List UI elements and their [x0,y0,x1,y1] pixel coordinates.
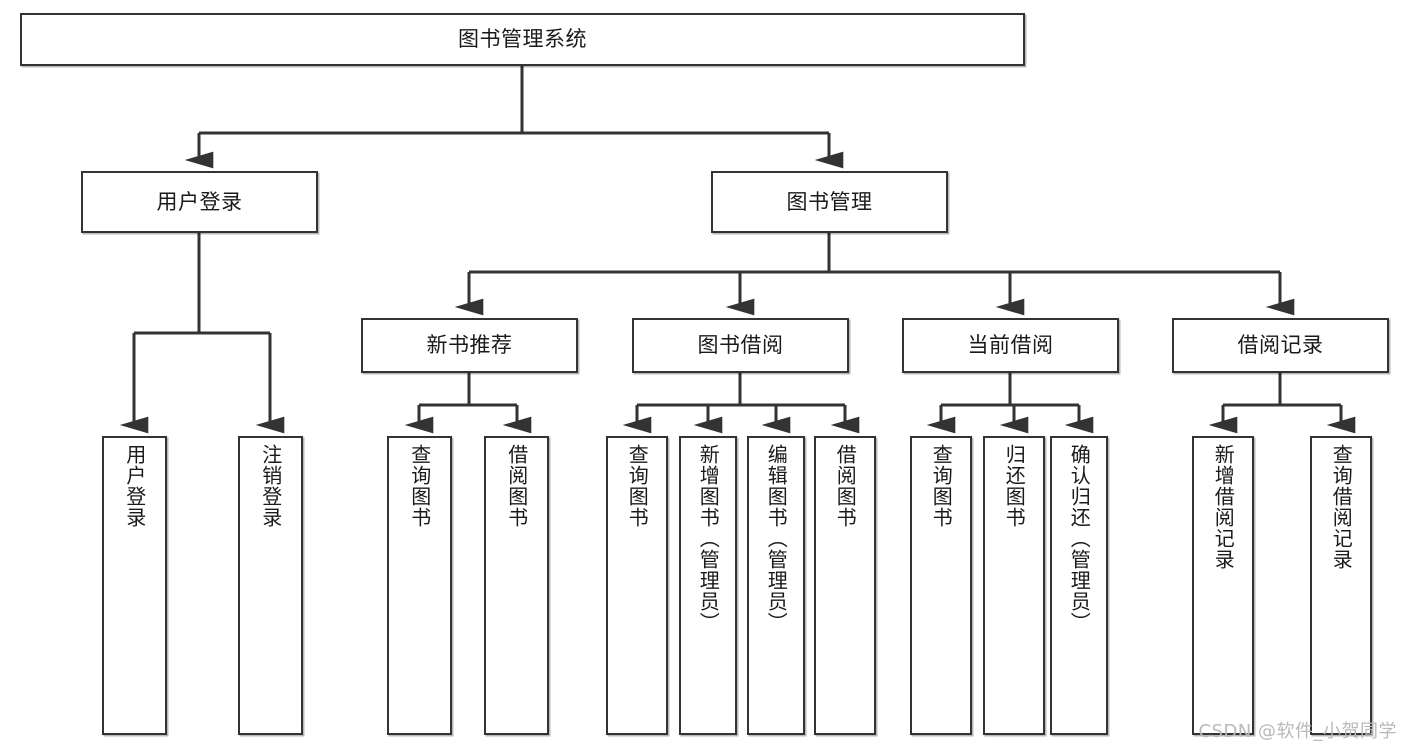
node-leaf-query-book-1-label: 查询图书 [407,444,432,528]
node-leaf-add-book-admin[interactable]: 新增图书（管理员） [679,436,737,735]
node-leaf-return-book-label: 归还图书 [1002,444,1027,528]
node-leaf-borrow-book-1-label: 借阅图书 [504,444,529,528]
node-leaf-query-book-1[interactable]: 查询图书 [387,436,452,735]
node-leaf-query-book-2[interactable]: 查询图书 [606,436,668,735]
node-book-manage[interactable]: 图书管理 [711,171,948,233]
node-borrow-record[interactable]: 借阅记录 [1172,318,1389,373]
node-leaf-confirm-return-admin-label: 确认归还（管理员） [1067,444,1092,633]
node-user-login[interactable]: 用户登录 [81,171,318,233]
node-leaf-borrow-book-1[interactable]: 借阅图书 [484,436,549,735]
node-leaf-user-login-label: 用户登录 [122,444,147,528]
node-new-book-recommend-label: 新书推荐 [426,333,513,357]
node-user-login-label: 用户登录 [156,189,243,214]
node-leaf-edit-book-admin-label: 编辑图书（管理员） [764,444,789,633]
node-leaf-query-borrow-record[interactable]: 查询借阅记录 [1310,436,1372,735]
node-leaf-add-book-admin-label: 新增图书（管理员） [696,444,721,633]
node-borrow-record-label: 借阅记录 [1237,333,1324,357]
node-leaf-add-borrow-record[interactable]: 新增借阅记录 [1192,436,1254,735]
node-leaf-user-logout[interactable]: 注销登录 [238,436,303,735]
node-leaf-edit-book-admin[interactable]: 编辑图书（管理员） [747,436,805,735]
node-leaf-borrow-book-2[interactable]: 借阅图书 [814,436,876,735]
node-leaf-add-borrow-record-label: 新增借阅记录 [1211,444,1236,570]
node-leaf-borrow-book-2-label: 借阅图书 [833,444,858,528]
node-book-manage-label: 图书管理 [786,189,873,214]
node-leaf-query-book-2-label: 查询图书 [625,444,650,528]
node-leaf-user-login[interactable]: 用户登录 [102,436,167,735]
node-current-borrow[interactable]: 当前借阅 [902,318,1119,373]
node-book-borrow-label: 图书借阅 [697,333,784,357]
watermark-text: CSDN @软件_小贺同学 [1198,721,1397,742]
node-leaf-query-book-3-label: 查询图书 [929,444,954,528]
node-new-book-recommend[interactable]: 新书推荐 [361,318,578,373]
node-leaf-query-book-3[interactable]: 查询图书 [910,436,972,735]
node-current-borrow-label: 当前借阅 [967,333,1054,357]
node-leaf-user-logout-label: 注销登录 [258,444,283,528]
node-leaf-query-borrow-record-label: 查询借阅记录 [1329,444,1354,570]
node-leaf-confirm-return-admin[interactable]: 确认归还（管理员） [1050,436,1108,735]
node-root-label: 图书管理系统 [458,27,587,51]
node-leaf-return-book[interactable]: 归还图书 [983,436,1045,735]
node-book-borrow[interactable]: 图书借阅 [632,318,849,373]
node-root[interactable]: 图书管理系统 [20,13,1025,66]
